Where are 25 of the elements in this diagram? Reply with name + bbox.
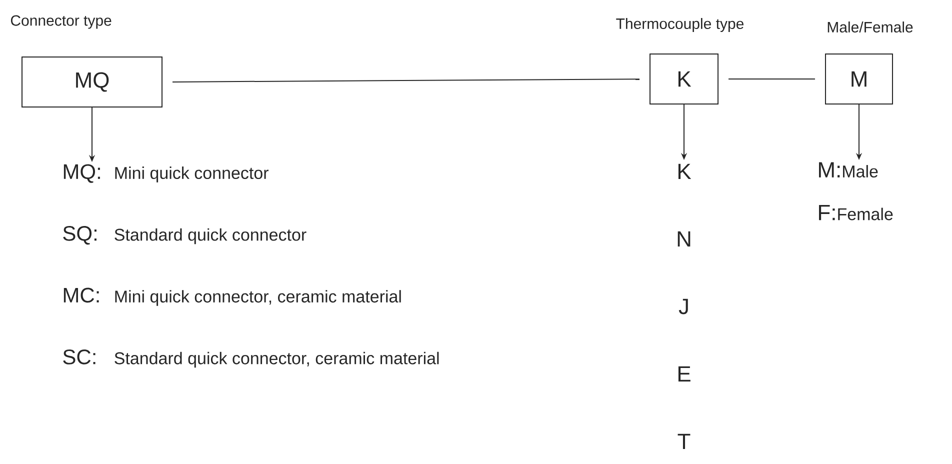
option-description: Male — [843, 165, 878, 178]
code-box: MQ — [22, 56, 162, 108]
code-box: M — [825, 54, 893, 104]
connector-line — [728, 78, 816, 80]
type-code: E — [678, 366, 690, 382]
option-description: Mini quick connector, ceramic material — [115, 290, 401, 306]
option-description: Female — [838, 208, 893, 220]
field-heading: Connector type — [10, 15, 112, 29]
option-code: F: — [819, 204, 835, 220]
field-heading: Male/Female — [828, 22, 913, 32]
option-code: M: — [819, 162, 840, 178]
type-code: J — [678, 298, 688, 314]
code-box: K — [650, 54, 718, 104]
type-code: N — [678, 231, 690, 246]
option-description: Mini quick connector — [115, 166, 268, 182]
option-code: SC: — [63, 350, 96, 364]
option-description: Standard quick connector, ceramic material — [114, 352, 439, 368]
field-heading: Thermocouple type — [616, 18, 744, 32]
option-code: SQ: — [63, 226, 96, 245]
connector-line — [172, 78, 640, 82]
option-description: Standard quick connector — [114, 228, 306, 244]
option-code: MQ: — [64, 164, 100, 183]
type-code: T — [678, 434, 690, 449]
option-code: MC: — [64, 288, 99, 303]
type-code: K — [678, 164, 692, 179]
